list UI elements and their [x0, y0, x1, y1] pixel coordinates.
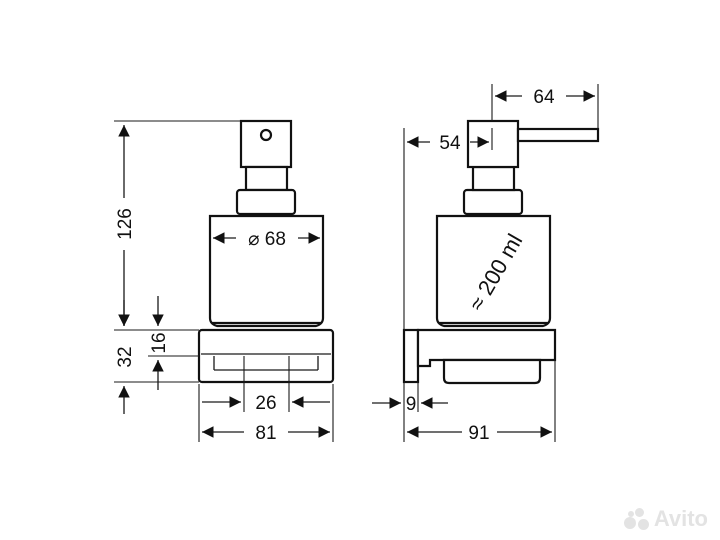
dim-total-height: 126 — [115, 208, 136, 240]
side-spout — [516, 127, 600, 143]
avito-dots-icon — [623, 508, 650, 530]
dim-bracket-height: 32 — [115, 346, 136, 367]
front-collar — [235, 188, 297, 216]
front-container — [208, 214, 325, 328]
dim-bracket-part: 16 — [149, 332, 170, 353]
side-cup — [442, 358, 542, 385]
side-view — [402, 119, 600, 385]
front-pump-head — [239, 119, 293, 169]
front-pump-neck — [244, 165, 289, 192]
watermark-logo: Avito — [623, 506, 708, 532]
side-pump-neck — [471, 165, 516, 192]
dim-side-depth: 91 — [468, 423, 489, 444]
front-view — [197, 119, 335, 384]
dim-front-width: 81 — [255, 423, 276, 444]
side-container — [435, 214, 552, 328]
dim-spout-length: 64 — [533, 87, 555, 108]
dim-plate-thickness: 9 — [406, 394, 417, 415]
front-pump-nozzle — [259, 128, 273, 142]
front-holder — [197, 328, 335, 384]
front-dimensions: 126 32 16 ⌀ 68 26 81 — [114, 120, 334, 444]
dim-side-offset: 54 — [439, 133, 461, 154]
dim-diameter: ⌀ 68 — [248, 229, 286, 250]
dim-inner-width: 26 — [255, 393, 276, 414]
watermark-text: Avito — [653, 506, 708, 531]
side-holder — [416, 328, 557, 368]
side-pump-head — [466, 119, 520, 169]
side-collar — [462, 188, 524, 216]
side-wall-plate — [402, 328, 420, 384]
